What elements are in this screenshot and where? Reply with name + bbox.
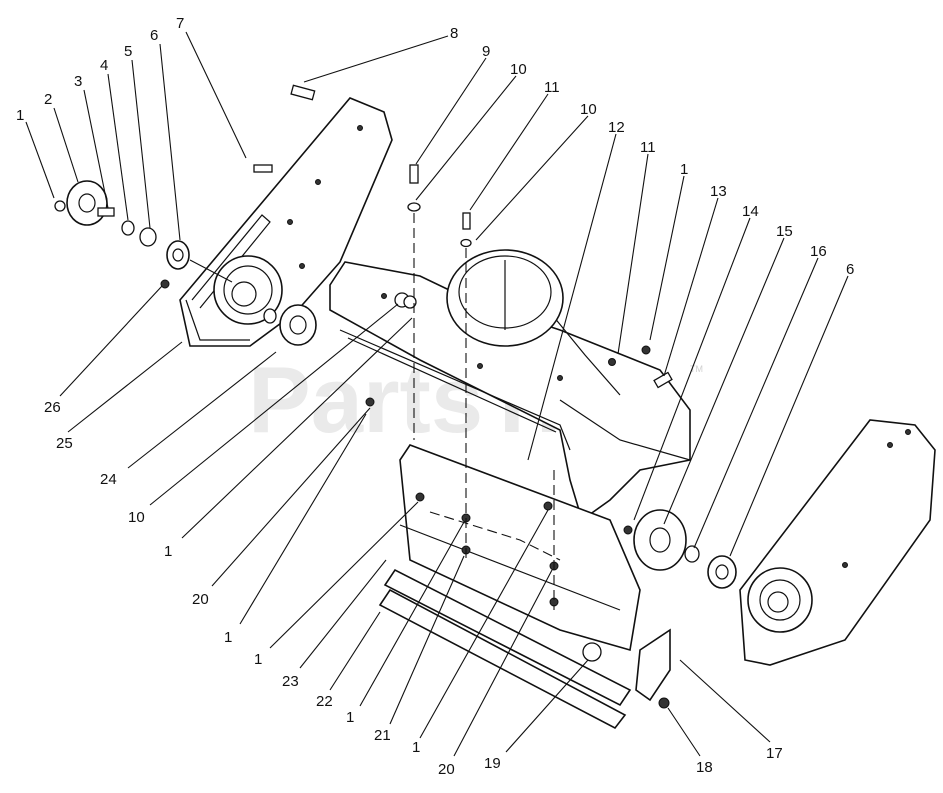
callout-20: 20 [192, 591, 209, 608]
callout-18: 18 [696, 759, 713, 776]
callout-23: 23 [282, 673, 299, 690]
callout-20: 20 [438, 761, 455, 778]
callout-8: 8 [450, 25, 458, 42]
callout-21: 21 [374, 727, 391, 744]
leader-lines [25, 31, 849, 757]
left-side-plate [179, 97, 393, 347]
callout-15: 15 [776, 223, 793, 240]
callout-26: 26 [44, 399, 61, 416]
bearing-flange-left [263, 304, 317, 346]
assembly-guides [413, 213, 561, 610]
callout-3: 3 [74, 73, 82, 90]
callout-1: 1 [412, 739, 420, 756]
callout-9: 9 [482, 43, 490, 60]
callout-10: 10 [580, 101, 597, 118]
callout-1: 1 [224, 629, 232, 646]
callout-1: 1 [346, 709, 354, 726]
callout-5: 5 [124, 43, 132, 60]
callout-19: 19 [484, 755, 501, 772]
callout-17: 17 [766, 745, 783, 762]
callout-24: 24 [100, 471, 117, 488]
callout-7: 7 [176, 15, 184, 32]
callout-10: 10 [510, 61, 527, 78]
callout-6: 6 [150, 27, 158, 44]
callout-13: 13 [710, 183, 727, 200]
callout-14: 14 [742, 203, 759, 220]
drive-bracket [635, 628, 671, 702]
callout-10: 10 [128, 509, 145, 526]
callout-11: 11 [640, 139, 656, 156]
left-hardware-stack [54, 84, 316, 289]
callout-11: 11 [544, 79, 560, 96]
scraper-bar [399, 444, 641, 652]
callout-6: 6 [846, 261, 854, 278]
callout-12: 12 [608, 119, 625, 136]
callout-4: 4 [100, 57, 108, 74]
right-side-plate [739, 419, 936, 666]
callout-1: 1 [16, 107, 24, 124]
callout-16: 16 [810, 243, 827, 260]
callout-1: 1 [164, 543, 172, 560]
watermark-trademark: TM [690, 364, 703, 374]
callout-2: 2 [44, 91, 52, 108]
callout-labels: 1 2 3 4 5 6 7 8 9 10 11 10 12 11 1 13 14… [16, 15, 854, 778]
callout-1: 1 [680, 161, 688, 178]
discharge-chute-opening [446, 249, 564, 347]
callout-1: 1 [254, 651, 262, 668]
wear-bar [378, 568, 632, 730]
callout-22: 22 [316, 693, 333, 710]
callout-25: 25 [56, 435, 73, 452]
right-hardware-stack [623, 509, 737, 589]
